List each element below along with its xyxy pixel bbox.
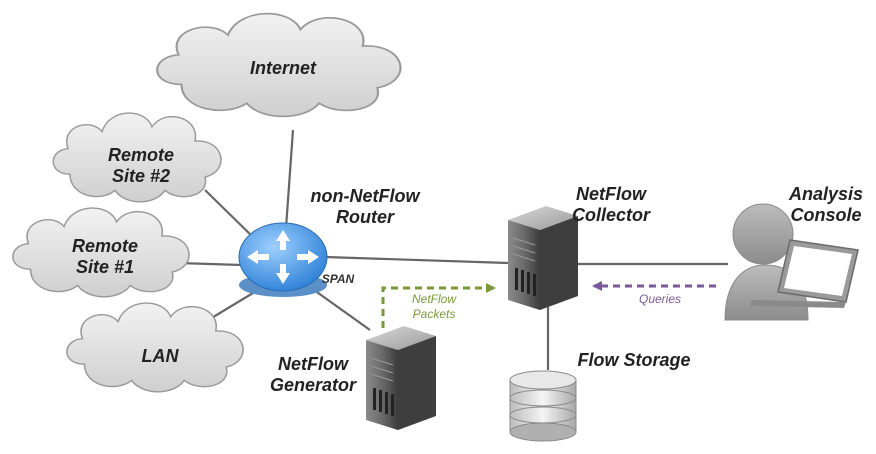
lan-label: LAN (141, 346, 179, 366)
router-icon (238, 222, 328, 297)
generator-server-icon (366, 326, 436, 430)
flow-storage-label: Flow Storage (577, 350, 691, 370)
collector-server-icon (508, 206, 578, 310)
span-label: SPAN (321, 272, 355, 286)
netflow-packets-arrow (381, 283, 496, 328)
queries-label: Queries (638, 292, 682, 306)
database-icon (509, 370, 577, 442)
internet-label: Internet (249, 58, 316, 78)
user-laptop-icon (724, 203, 859, 321)
